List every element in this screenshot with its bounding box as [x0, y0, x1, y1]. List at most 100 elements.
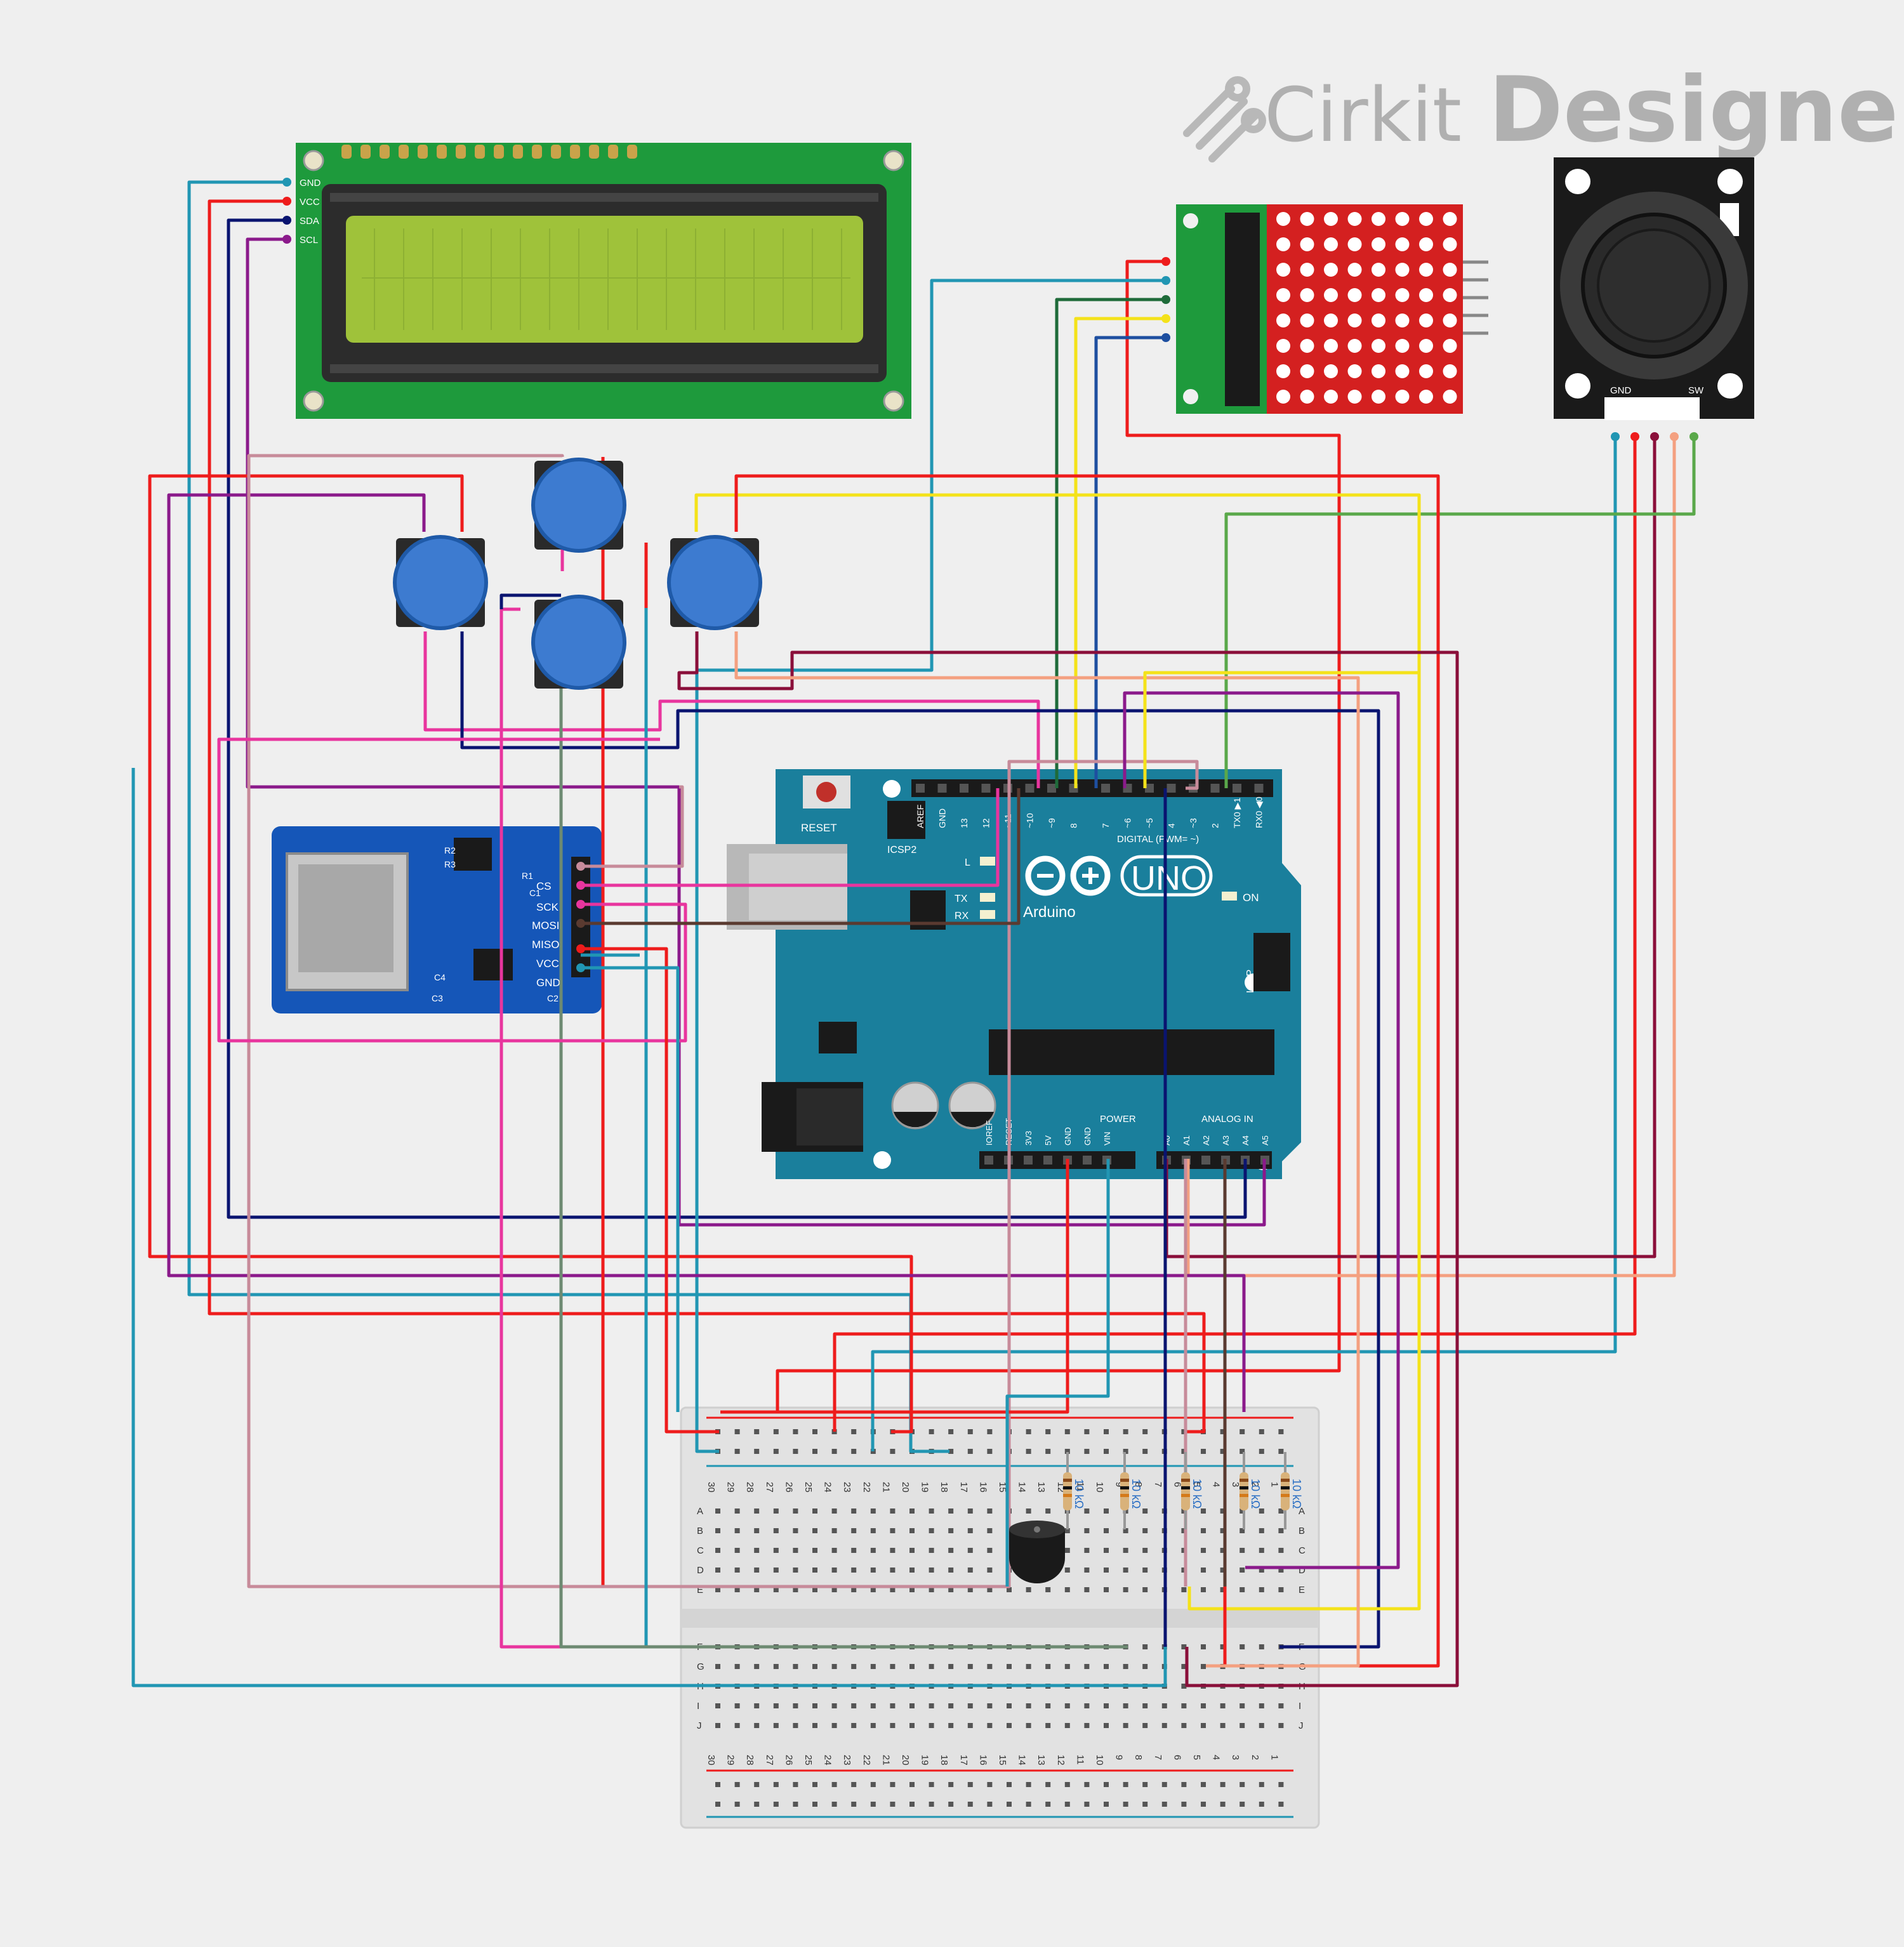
terminal-hole[interactable] — [909, 1587, 915, 1592]
terminal-hole[interactable] — [1123, 1723, 1128, 1728]
rail-hole[interactable] — [948, 1782, 954, 1787]
terminal-hole[interactable] — [754, 1548, 760, 1553]
terminal-hole[interactable] — [793, 1703, 798, 1708]
terminal-hole[interactable] — [1084, 1664, 1090, 1669]
rail-hole[interactable] — [812, 1449, 817, 1454]
terminal-hole[interactable] — [1240, 1644, 1245, 1649]
rail-hole[interactable] — [1201, 1782, 1206, 1787]
terminal-hole[interactable] — [734, 1568, 740, 1573]
terminal-hole[interactable] — [773, 1664, 779, 1669]
rail-hole[interactable] — [1142, 1782, 1148, 1787]
rail-hole[interactable] — [967, 1782, 973, 1787]
rail-hole[interactable] — [1161, 1782, 1167, 1787]
terminal-hole[interactable] — [909, 1528, 915, 1533]
rail-hole[interactable] — [773, 1449, 779, 1454]
terminal-hole[interactable] — [734, 1548, 740, 1553]
rail-hole[interactable] — [1240, 1782, 1245, 1787]
rail-hole[interactable] — [967, 1429, 973, 1434]
terminal-hole[interactable] — [1181, 1528, 1187, 1533]
terminal-hole[interactable] — [987, 1703, 993, 1708]
terminal-hole[interactable] — [1278, 1703, 1284, 1708]
terminal-hole[interactable] — [929, 1508, 934, 1514]
rail-hole[interactable] — [715, 1802, 720, 1807]
rail-hole[interactable] — [1104, 1449, 1109, 1454]
terminal-hole[interactable] — [734, 1528, 740, 1533]
terminal-hole[interactable] — [909, 1508, 915, 1514]
terminal-hole[interactable] — [1007, 1587, 1012, 1592]
rail-hole[interactable] — [1278, 1802, 1284, 1807]
terminal-hole[interactable] — [967, 1568, 973, 1573]
terminal-hole[interactable] — [929, 1548, 934, 1553]
rail-hole[interactable] — [1259, 1802, 1264, 1807]
terminal-hole[interactable] — [1142, 1644, 1148, 1649]
terminal-hole[interactable] — [1181, 1568, 1187, 1573]
rail-hole[interactable] — [890, 1449, 896, 1454]
terminal-hole[interactable] — [1278, 1548, 1284, 1553]
terminal-hole[interactable] — [948, 1548, 954, 1553]
terminal-hole[interactable] — [851, 1508, 857, 1514]
terminal-hole[interactable] — [870, 1587, 876, 1592]
terminal-hole[interactable] — [1201, 1528, 1206, 1533]
rail-hole[interactable] — [890, 1782, 896, 1787]
rail-hole[interactable] — [754, 1449, 760, 1454]
terminal-hole[interactable] — [773, 1723, 779, 1728]
rail-hole[interactable] — [851, 1449, 857, 1454]
header-pin[interactable] — [1201, 1156, 1210, 1165]
terminal-hole[interactable] — [1142, 1508, 1148, 1514]
terminal-hole[interactable] — [987, 1664, 993, 1669]
terminal-hole[interactable] — [1007, 1723, 1012, 1728]
rail-hole[interactable] — [754, 1782, 760, 1787]
terminal-hole[interactable] — [1240, 1723, 1245, 1728]
terminal-hole[interactable] — [1278, 1568, 1284, 1573]
terminal-hole[interactable] — [1181, 1703, 1187, 1708]
header-pin[interactable] — [984, 1156, 993, 1165]
terminal-hole[interactable] — [715, 1723, 720, 1728]
rail-hole[interactable] — [734, 1782, 740, 1787]
resistor-body[interactable] — [1240, 1472, 1248, 1510]
terminal-hole[interactable] — [754, 1587, 760, 1592]
terminal-hole[interactable] — [870, 1548, 876, 1553]
rail-hole[interactable] — [715, 1782, 720, 1787]
rail-hole[interactable] — [793, 1802, 798, 1807]
header-pin[interactable] — [1047, 784, 1056, 793]
rail-hole[interactable] — [1084, 1429, 1090, 1434]
rail-hole[interactable] — [1181, 1429, 1187, 1434]
terminal-hole[interactable] — [1007, 1703, 1012, 1708]
terminal-hole[interactable] — [1026, 1703, 1031, 1708]
rail-hole[interactable] — [1201, 1449, 1206, 1454]
rail-hole[interactable] — [831, 1782, 837, 1787]
terminal-hole[interactable] — [1142, 1587, 1148, 1592]
terminal-hole[interactable] — [793, 1508, 798, 1514]
terminal-hole[interactable] — [1259, 1528, 1264, 1533]
terminal-hole[interactable] — [890, 1568, 896, 1573]
rail-hole[interactable] — [1278, 1449, 1284, 1454]
terminal-hole[interactable] — [1142, 1528, 1148, 1533]
terminal-hole[interactable] — [1045, 1587, 1051, 1592]
terminal-hole[interactable] — [831, 1703, 837, 1708]
terminal-hole[interactable] — [967, 1508, 973, 1514]
terminal-hole[interactable] — [1220, 1508, 1226, 1514]
rail-hole[interactable] — [1026, 1802, 1031, 1807]
rail-hole[interactable] — [1026, 1782, 1031, 1787]
terminal-hole[interactable] — [734, 1703, 740, 1708]
rail-hole[interactable] — [929, 1802, 934, 1807]
terminal-hole[interactable] — [1026, 1664, 1031, 1669]
header-pin[interactable] — [1145, 784, 1154, 793]
terminal-hole[interactable] — [870, 1723, 876, 1728]
terminal-hole[interactable] — [909, 1723, 915, 1728]
terminal-hole[interactable] — [1064, 1548, 1070, 1553]
terminal-hole[interactable] — [1220, 1644, 1226, 1649]
rail-hole[interactable] — [1181, 1802, 1187, 1807]
terminal-hole[interactable] — [831, 1548, 837, 1553]
terminal-hole[interactable] — [851, 1568, 857, 1573]
terminal-hole[interactable] — [715, 1548, 720, 1553]
terminal-hole[interactable] — [890, 1548, 896, 1553]
rail-hole[interactable] — [1064, 1449, 1070, 1454]
terminal-hole[interactable] — [1220, 1703, 1226, 1708]
terminal-hole[interactable] — [1007, 1664, 1012, 1669]
rail-hole[interactable] — [987, 1449, 993, 1454]
header-pin[interactable] — [937, 784, 947, 793]
rail-hole[interactable] — [1084, 1782, 1090, 1787]
terminal-hole[interactable] — [1259, 1548, 1264, 1553]
terminal-hole[interactable] — [1278, 1508, 1284, 1514]
